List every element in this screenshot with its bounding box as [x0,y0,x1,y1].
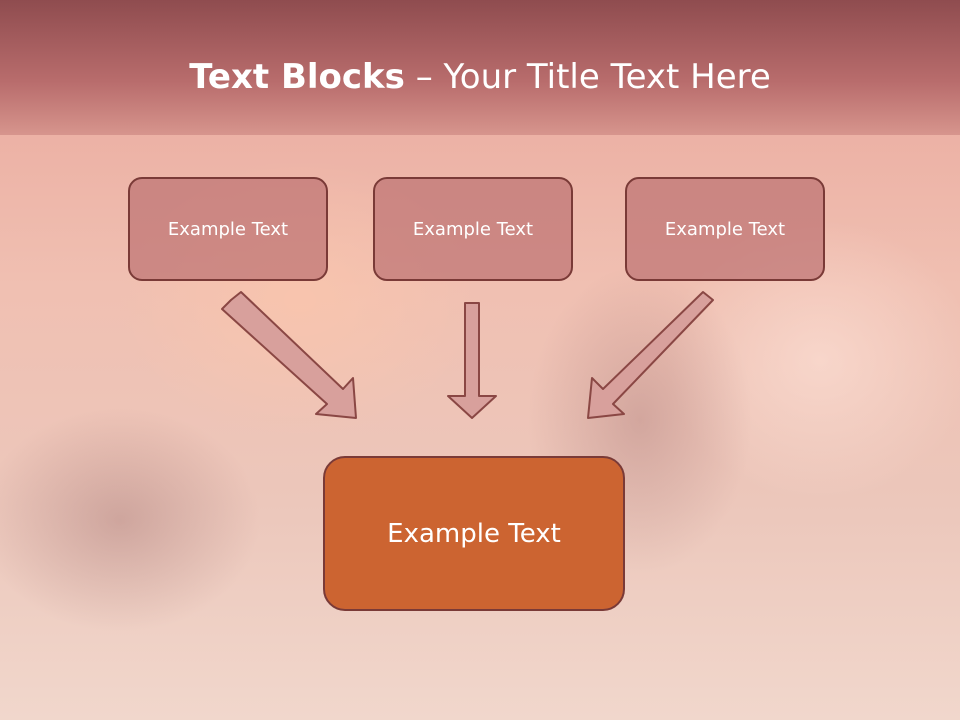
title-separator: – [404,57,444,97]
arrow-left [221,291,357,419]
text-block-1[interactable]: Example Text [128,177,328,281]
title-bar [0,0,960,135]
main-text-block[interactable]: Example Text [323,456,625,611]
arrow-center [447,302,497,419]
text-block-1-label: Example Text [167,218,289,240]
text-block-2[interactable]: Example Text [373,177,573,281]
text-block-2-label: Example Text [412,218,534,240]
text-block-3-label: Example Text [664,218,786,240]
text-block-3[interactable]: Example Text [625,177,825,281]
title-rest: Your Title Text Here [443,57,771,97]
title-bold-part: Text Blocks [189,57,405,97]
arrow-right [587,291,714,419]
main-text-block-label: Example Text [387,518,561,549]
slide-title: Text Blocks – Your Title Text Here [0,52,960,102]
